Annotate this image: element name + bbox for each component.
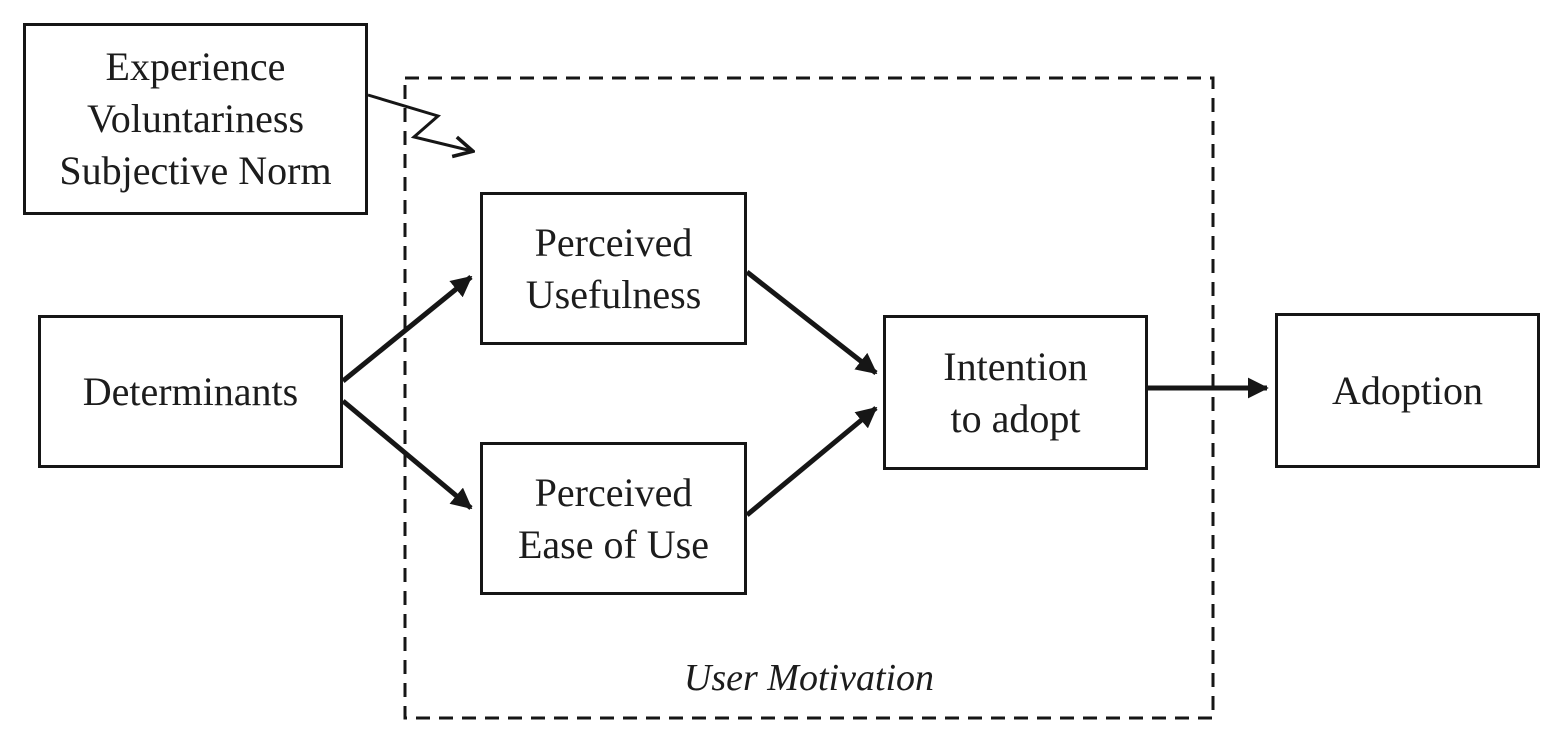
node-determinants-label: Determinants: [82, 368, 299, 414]
node-perceived-usefulness-line: Perceived: [534, 219, 693, 265]
node-external-factors-line: Subjective Norm: [59, 148, 332, 193]
edge-determinants-ease: [341, 399, 473, 510]
node-adoption: Adoption: [1275, 313, 1540, 468]
node-perceived-usefulness: Perceived Usefulness: [480, 192, 747, 345]
node-external-factors-line: Experience: [105, 44, 286, 89]
node-perceived-ease-of-use: Perceived Ease of Use: [480, 442, 747, 595]
node-external-factors: Experience Voluntariness Subjective Norm: [23, 23, 368, 215]
edge-usefulness-intention: [745, 270, 878, 375]
node-perceived-ease-of-use-line: Perceived: [534, 469, 693, 515]
user-motivation-region-label: User Motivation: [683, 657, 935, 699]
node-intention-to-adopt-line: to adopt: [950, 395, 1081, 441]
edge-ease-intention: [745, 406, 878, 517]
node-adoption-label: Adoption: [1331, 367, 1484, 413]
edge-determinants-usefulness: [341, 275, 473, 383]
node-determinants: Determinants: [38, 315, 343, 468]
node-intention-to-adopt-line: Intention: [943, 343, 1088, 389]
node-perceived-ease-of-use-line: Ease of Use: [517, 521, 710, 567]
node-intention-to-adopt: Intention to adopt: [883, 315, 1148, 470]
node-external-factors-line: Voluntariness: [86, 96, 305, 141]
node-perceived-usefulness-line: Usefulness: [525, 271, 702, 317]
user-motivation-region-border: [403, 76, 1215, 720]
edge-external-zigzag: [367, 93, 472, 151]
